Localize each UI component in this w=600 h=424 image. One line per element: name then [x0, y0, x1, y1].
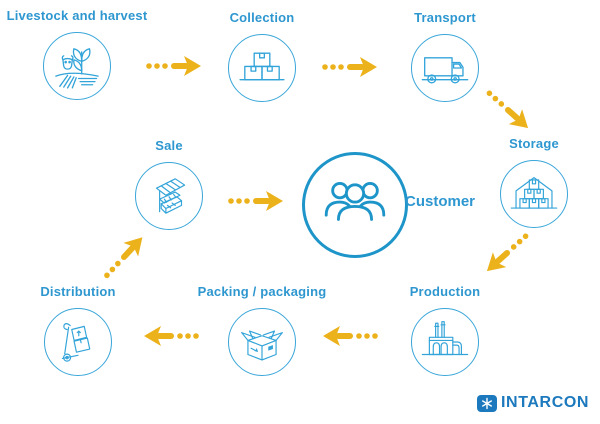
truck-icon	[421, 57, 469, 84]
arrow-distribution-to-sale	[94, 226, 154, 288]
stage-circle	[135, 162, 203, 230]
open-box-icon	[241, 330, 283, 361]
stage-label: Sale	[155, 138, 183, 153]
stage-label: Transport	[414, 10, 476, 25]
arrow-packing-to-distribution	[141, 323, 201, 349]
stage-distribution: Distribution	[8, 284, 148, 376]
stage-circle	[500, 160, 568, 228]
stage-circle	[411, 308, 479, 376]
arrow-transport-to-storage	[477, 80, 539, 139]
stage-circle	[44, 308, 112, 376]
customer-circle	[302, 152, 408, 258]
stage-label: Distribution	[40, 284, 116, 299]
intarcon-logo: INTARCON	[477, 394, 589, 412]
stage-production: Production	[385, 284, 505, 376]
stage-circle	[228, 34, 296, 102]
stage-label: Storage	[509, 136, 559, 151]
snowflake-icon	[477, 394, 497, 412]
stage-storage: Storage	[474, 136, 594, 228]
stage-label: Packing / packaging	[197, 284, 327, 299]
logo-text: INTARCON	[501, 394, 590, 411]
arrow-collection-to-transport	[320, 54, 380, 80]
stacked-boxes-icon	[239, 52, 285, 81]
stage-transport: Transport	[385, 10, 505, 102]
market-stall-icon	[155, 178, 186, 214]
stage-label: Livestock and harvest	[6, 8, 148, 23]
stage-livestock-and-harvest: Livestock and harvest	[0, 8, 162, 100]
factory-icon	[421, 321, 469, 356]
stage-circle	[43, 32, 111, 100]
arrow-storage-to-production	[476, 223, 538, 282]
stage-circle	[228, 308, 296, 376]
arrow-sale-to-customer	[226, 188, 286, 214]
people-group-icon	[324, 181, 386, 221]
customer-label: Customer	[405, 193, 476, 210]
stage-collection: Collection	[202, 10, 322, 102]
stage-packing-packaging: Packing / packaging	[177, 284, 347, 376]
stage-label: Production	[409, 284, 481, 299]
hand-truck-icon	[61, 323, 91, 362]
stage-circle	[411, 34, 479, 102]
livestock-and-harvest-icon	[55, 48, 99, 89]
warehouse-boxes-icon	[510, 177, 558, 209]
arrow-production-to-packing	[320, 323, 380, 349]
stage-label: Collection	[229, 10, 295, 25]
stage-sale: Sale	[109, 138, 229, 230]
arrow-livestock-to-collection	[144, 53, 204, 79]
